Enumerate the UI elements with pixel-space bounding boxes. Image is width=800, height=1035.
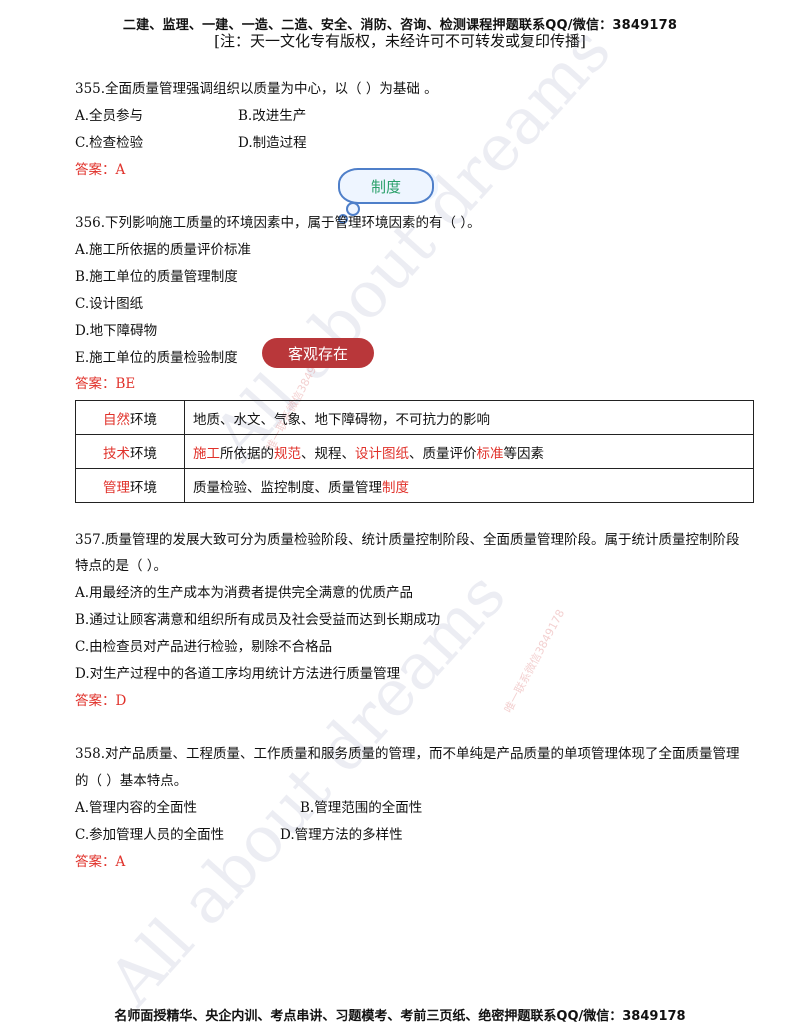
row-desc-natural: 地质、水文、气象、地下障碍物，不可抗力的影响: [184, 400, 754, 435]
header-contact-line: 二建、监理、一建、一造、二造、安全、消防、咨询、检测课程押题联系QQ/微信：38…: [122, 18, 678, 33]
footer-contact-line: 名师面授精华、央企内训、考点串讲、习题模考、考前三页纸、绝密押题联系QQ/微信：…: [114, 1009, 686, 1024]
row-label-natural: 自然环境: [75, 400, 185, 435]
environment-factors-table: 自然环境 地质、水文、气象、地下障碍物，不可抗力的影响 技术环境 施工所依据的规…: [75, 400, 754, 503]
label-highlight: 自然: [103, 411, 130, 428]
table-row: 自然环境 地质、水文、气象、地下障碍物，不可抗力的影响: [75, 400, 754, 435]
q356-option-a: A.施工所依据的质量评价标准: [75, 242, 252, 258]
label-suffix: 环境: [130, 445, 157, 462]
q355-answer: 答案：A: [75, 162, 126, 178]
q358-option-a: A.管理内容的全面性: [75, 800, 198, 816]
q358-stem-line2: 的（ ）基本特点。: [75, 773, 188, 789]
label-highlight: 技术: [103, 445, 130, 462]
desc-part: 、规程、: [301, 445, 355, 462]
desc-part: 规范: [274, 445, 301, 462]
watermark-contact-small: 唯一联系微信3849178: [501, 607, 568, 716]
q357-option-a: A.用最经济的生产成本为消费者提供完全满意的优质产品: [75, 585, 414, 601]
desc-part: 施工: [193, 445, 220, 462]
desc-part: 质量检验、监控制度、质量管理: [193, 479, 382, 496]
callout-cloud-system-label: 制度: [370, 177, 401, 196]
desc-part: 制度: [382, 479, 409, 496]
q357-option-b: B.通过让顾客满意和组织所有成员及社会受益而达到长期成功: [75, 612, 441, 628]
q356-option-b: B.施工单位的质量管理制度: [75, 269, 238, 285]
label-suffix: 环境: [130, 411, 157, 428]
q357-stem-line1: 357.质量管理的发展大致可分为质量检验阶段、统计质量控制阶段、全面质量管理阶段…: [75, 532, 740, 548]
q358-answer: 答案：A: [75, 854, 126, 870]
q355-option-c: C.检查检验: [75, 135, 144, 151]
desc-part: 等因素: [503, 445, 545, 462]
q355-option-b: B.改进生产: [238, 108, 307, 124]
row-desc-management: 质量检验、监控制度、质量管理制度: [184, 468, 754, 503]
row-label-management: 管理环境: [75, 468, 185, 503]
desc-part: 、质量评价: [409, 445, 477, 462]
q357-option-c: C.由检查员对产品进行检验，剔除不合格品: [75, 639, 333, 655]
q358-option-c: C.参加管理人员的全面性: [75, 827, 225, 843]
desc-part: 所依据的: [220, 445, 274, 462]
desc-part: 标准: [476, 445, 504, 462]
row-label-technical: 技术环境: [75, 434, 185, 469]
label-highlight: 管理: [103, 479, 130, 496]
q355-stem: 355.全面质量管理强调组织以质量为中心，以（ ）为基础 。: [75, 81, 438, 97]
q356-answer: 答案：BE: [75, 376, 136, 392]
callout-cloud-system: 制度: [338, 168, 434, 224]
q358-stem-line1: 358.对产品质量、工程质量、工作质量和服务质量的管理，而不单纯是产品质量的单项…: [75, 746, 740, 762]
q357-stem-line2: 特点的是（ ）。: [75, 558, 168, 574]
callout-cloud-objective: 客观存在: [262, 338, 374, 368]
q355-option-d: D.制造过程: [238, 135, 307, 151]
q356-stem: 356.下列影响施工质量的环境因素中，属于管理环境因素的有（ ）。: [75, 215, 481, 231]
q357-option-d: D.对生产过程中的各道工序均用统计方法进行质量管理: [75, 666, 401, 682]
q357-answer: 答案：D: [75, 693, 127, 709]
header-copyright-notice: [注：天一文化专有版权，未经许可不可转发或复印传播]: [214, 32, 586, 50]
q358-option-d: D.管理方法的多样性: [280, 827, 403, 843]
q356-option-c: C.设计图纸: [75, 296, 144, 312]
callout-cloud-objective-label: 客观存在: [287, 344, 348, 363]
desc-part: 设计图纸: [355, 445, 409, 462]
q356-option-d: D.地下障碍物: [75, 323, 158, 339]
table-row: 技术环境 施工所依据的规范、规程、设计图纸、质量评价标准等因素: [75, 434, 754, 469]
q356-option-e: E.施工单位的质量检验制度: [75, 350, 238, 366]
label-suffix: 环境: [130, 479, 157, 496]
q355-option-a: A.全员参与: [75, 108, 144, 124]
row-desc-technical: 施工所依据的规范、规程、设计图纸、质量评价标准等因素: [184, 434, 754, 469]
q358-option-b: B.管理范围的全面性: [300, 800, 423, 816]
table-row: 管理环境 质量检验、监控制度、质量管理制度: [75, 468, 754, 503]
